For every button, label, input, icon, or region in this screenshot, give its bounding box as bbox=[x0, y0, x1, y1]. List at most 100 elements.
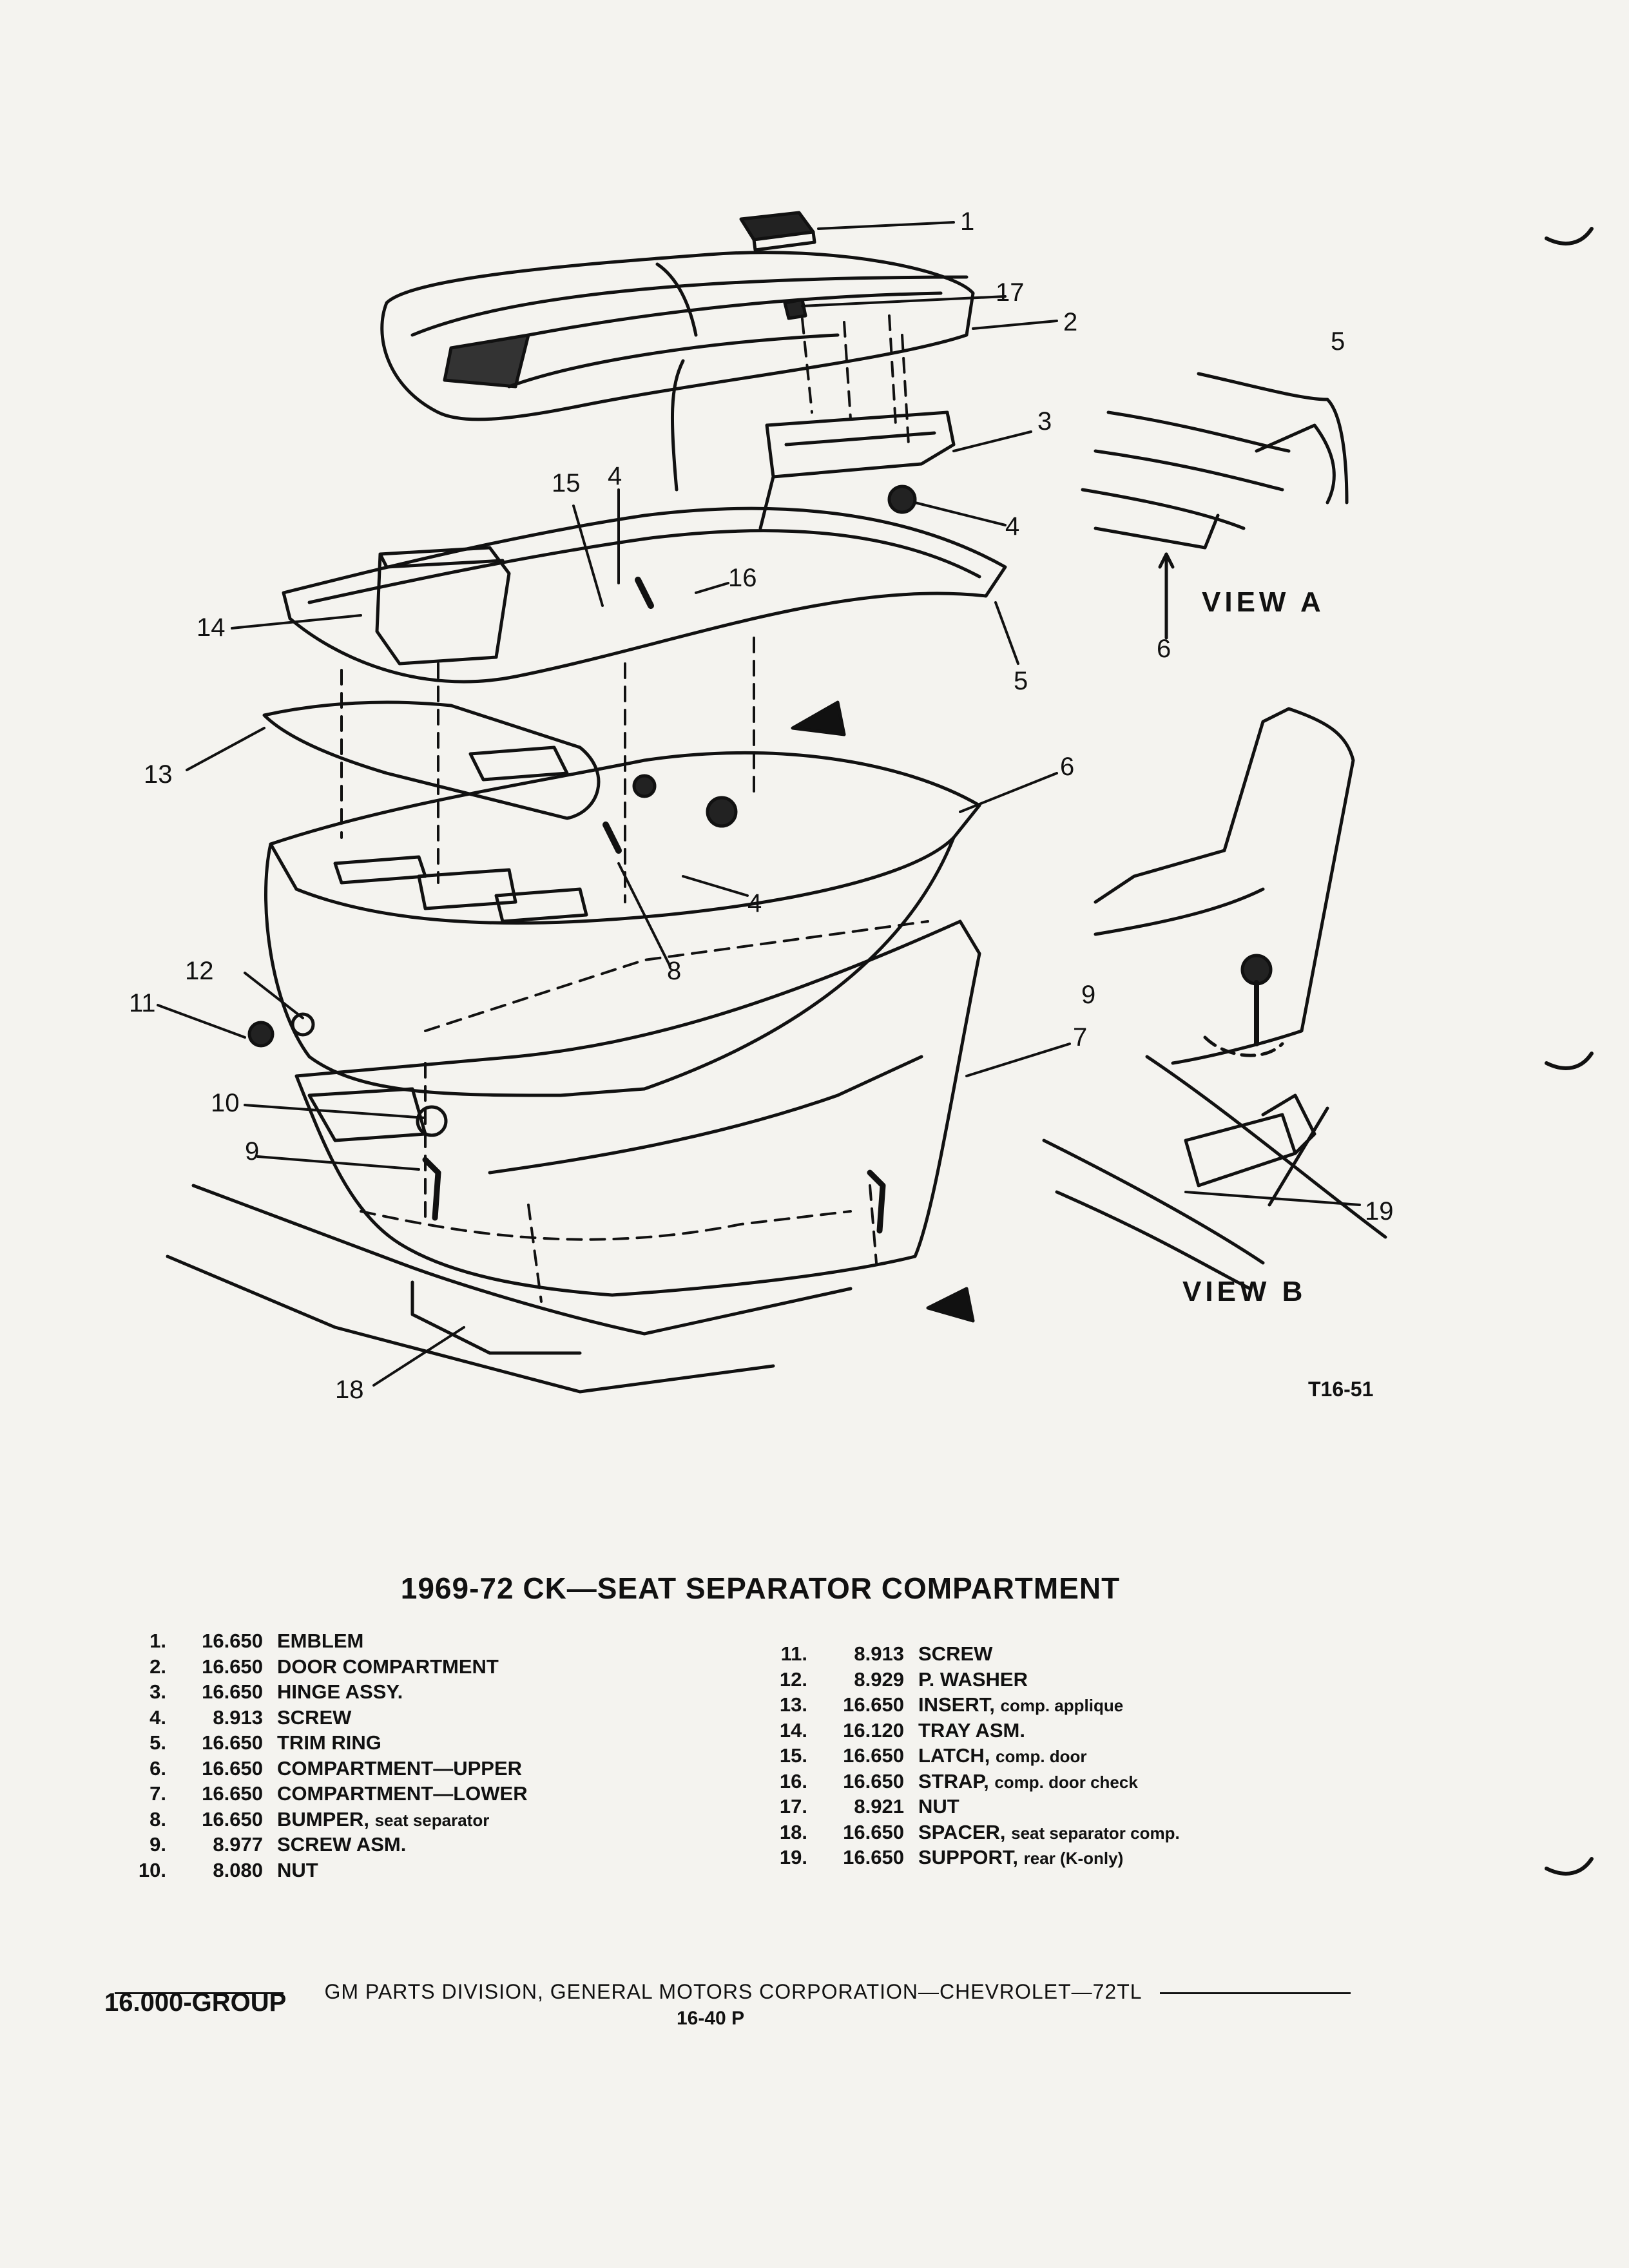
part-description: BUMPER, seat separator bbox=[277, 1807, 489, 1833]
part-group-code: 8.929 bbox=[854, 1667, 904, 1691]
part-description-main: EMBLEM bbox=[277, 1629, 364, 1652]
part-description-main: TRIM RING bbox=[277, 1731, 381, 1754]
view-b-label: VIEW B bbox=[1182, 1276, 1307, 1307]
hinge-part bbox=[758, 410, 956, 530]
part-description-detail: comp. door bbox=[995, 1747, 1087, 1766]
callout-15: 15 bbox=[552, 469, 581, 497]
part-description: DOOR COMPARTMENT bbox=[277, 1655, 499, 1680]
callout-9: 9 bbox=[245, 1137, 260, 1166]
callout-5: 5 bbox=[1331, 327, 1345, 356]
part-group-code: 16.650 bbox=[202, 1655, 263, 1678]
fastener-hardware bbox=[247, 485, 917, 1234]
part-group-code: 8.080 bbox=[213, 1858, 263, 1881]
callout-13: 13 bbox=[144, 760, 173, 789]
exploded-diagram bbox=[157, 211, 1387, 1394]
part-group-code: 16.650 bbox=[843, 1820, 904, 1843]
footer-rule-left bbox=[115, 1992, 284, 1994]
callout-17: 17 bbox=[996, 278, 1025, 307]
callout-8: 8 bbox=[667, 957, 682, 985]
callout-11: 11 bbox=[129, 989, 156, 1017]
part-description-main: SCREW bbox=[918, 1642, 993, 1665]
part-description: TRIM RING bbox=[277, 1731, 381, 1756]
upper-compartment-part bbox=[264, 751, 981, 1097]
callout-19: 19 bbox=[1365, 1197, 1394, 1225]
part-description: P. WASHER bbox=[918, 1667, 1028, 1693]
assembly-guide-lines bbox=[340, 314, 929, 1303]
door-compartment-part bbox=[380, 251, 975, 492]
callout-4: 4 bbox=[608, 462, 622, 490]
part-description-main: STRAP, bbox=[918, 1769, 989, 1792]
callout-2: 2 bbox=[1063, 308, 1078, 336]
part-description: COMPARTMENT—UPPER bbox=[277, 1756, 522, 1782]
parts-list-row: 2. 16.650 DOOR COMPARTMENT bbox=[116, 1655, 528, 1680]
part-description-main: COMPARTMENT—UPPER bbox=[277, 1756, 523, 1780]
part-number: 14. bbox=[779, 1718, 807, 1742]
part-description: TRAY ASM. bbox=[918, 1718, 1025, 1744]
part-group-code: 16.650 bbox=[202, 1629, 263, 1652]
part-description: SUPPORT, rear (K-only) bbox=[918, 1845, 1123, 1871]
callout-16: 16 bbox=[728, 564, 757, 592]
footer-rule-right bbox=[1160, 1992, 1351, 1994]
part-description: INSERT, comp. applique bbox=[918, 1693, 1123, 1718]
view-direction-arrows bbox=[791, 700, 975, 1323]
part-group-code: 16.120 bbox=[843, 1718, 904, 1742]
part-group-code: 8.913 bbox=[213, 1706, 263, 1729]
part-description: NUT bbox=[918, 1794, 959, 1820]
part-number: 7. bbox=[149, 1782, 166, 1805]
footer-publisher: GM PARTS DIVISION, GENERAL MOTORS CORPOR… bbox=[324, 1980, 1142, 2003]
view-b-detail bbox=[1042, 707, 1387, 1291]
part-description: STRAP, comp. door check bbox=[918, 1769, 1138, 1795]
callout-4: 4 bbox=[747, 889, 762, 918]
part-number: 10. bbox=[138, 1858, 166, 1881]
part-description: NUT bbox=[277, 1858, 318, 1884]
part-group-code: 16.650 bbox=[843, 1744, 904, 1767]
spacer-part bbox=[166, 1184, 853, 1394]
page-number: 16-40 P bbox=[677, 2008, 745, 2029]
callout-1: 1 bbox=[960, 207, 975, 236]
part-number: 2. bbox=[149, 1655, 166, 1678]
callout-leaders bbox=[157, 221, 1361, 1387]
callout-7: 7 bbox=[1073, 1023, 1088, 1052]
part-number: 4. bbox=[149, 1706, 166, 1729]
part-description-detail: seat separator bbox=[374, 1810, 490, 1830]
part-number: 19. bbox=[779, 1846, 807, 1869]
callout-18: 18 bbox=[335, 1376, 364, 1404]
part-number: 5. bbox=[149, 1731, 166, 1754]
part-description-main: HINGE ASSY. bbox=[277, 1680, 403, 1703]
insert-applique-part bbox=[262, 700, 601, 820]
part-group-code: 8.977 bbox=[213, 1833, 263, 1856]
callout-5: 5 bbox=[1014, 667, 1028, 695]
parts-list-row: 14. 16.120 TRAY ASM. bbox=[757, 1718, 1180, 1744]
callout-14: 14 bbox=[197, 613, 226, 642]
part-group-code: 16.650 bbox=[202, 1731, 263, 1754]
part-number: 12. bbox=[779, 1667, 807, 1691]
part-group-code: 8.921 bbox=[854, 1795, 904, 1818]
part-group-code: 16.650 bbox=[202, 1756, 263, 1780]
part-description-main: P. WASHER bbox=[918, 1667, 1028, 1691]
parts-list-row: 10. 8.080 NUT bbox=[116, 1858, 528, 1884]
part-number: 13. bbox=[779, 1693, 807, 1716]
part-description: HINGE ASSY. bbox=[277, 1680, 403, 1706]
view-a-detail bbox=[1081, 372, 1349, 640]
view-a-label: VIEW A bbox=[1202, 586, 1325, 618]
callout-6: 6 bbox=[1157, 635, 1171, 663]
part-description: COMPARTMENT—LOWER bbox=[277, 1782, 528, 1807]
part-description: SPACER, seat separator comp. bbox=[918, 1820, 1180, 1846]
callout-4: 4 bbox=[1005, 512, 1020, 541]
part-description-detail: rear (K-only) bbox=[1023, 1849, 1124, 1868]
part-number: 9. bbox=[149, 1833, 166, 1856]
part-group-code: 8.913 bbox=[854, 1642, 904, 1665]
part-description-main: INSERT, bbox=[918, 1693, 995, 1716]
part-description-main: LATCH, bbox=[918, 1744, 990, 1767]
part-description-main: DOOR COMPARTMENT bbox=[277, 1655, 499, 1678]
